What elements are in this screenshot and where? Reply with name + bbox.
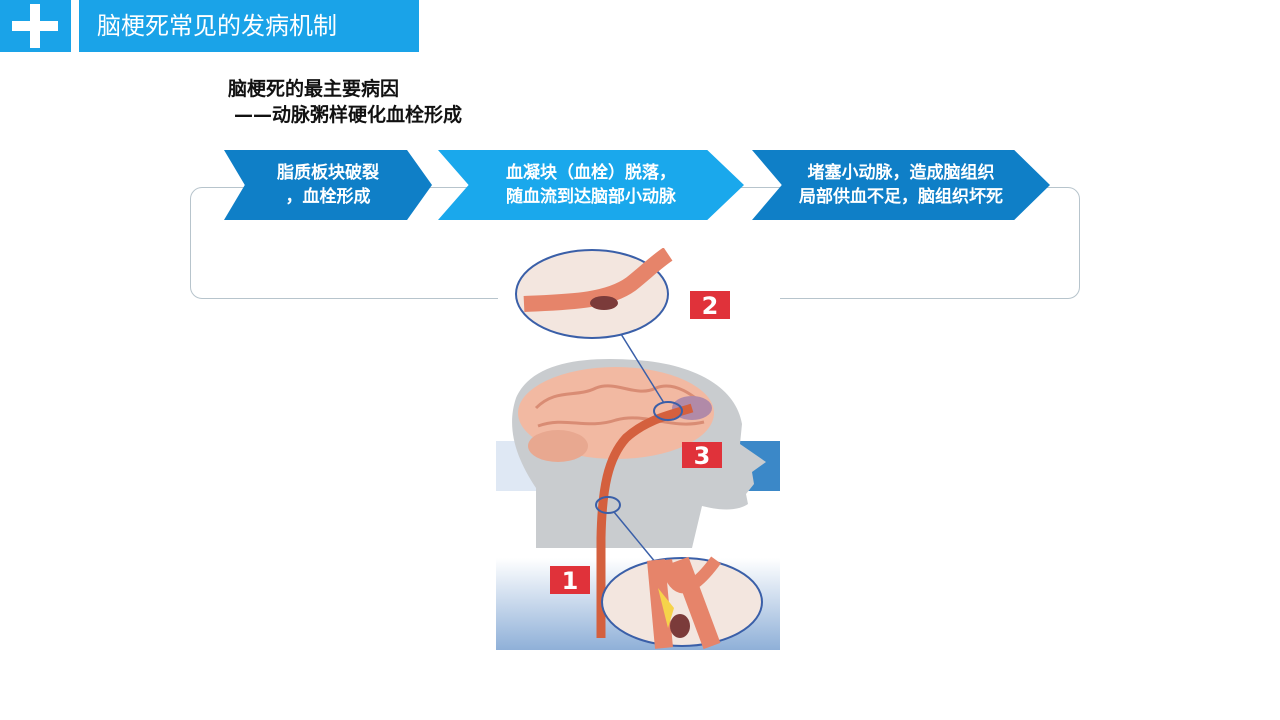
heading-line-2: ——动脉粥样硬化血栓形成 (234, 104, 463, 126)
marker-2-label: 2 (702, 292, 719, 320)
step-2-line-1: 血凝块（血栓）脱落， (506, 163, 676, 183)
marker-3-label: 3 (694, 442, 711, 470)
step-3-line-1: 堵塞小动脉，造成脑组织 (807, 163, 995, 183)
step-2-chevron: 血凝块（血栓）脱落， 随血流到达脑部小动脉 (438, 150, 744, 220)
artery (596, 403, 694, 638)
magnified-vessel-bottom (601, 557, 763, 647)
step-3-chevron: 堵塞小动脉，造成脑组织局部供血不足，脑组织坏死 (752, 150, 1050, 220)
step-1-line-1: 脂质板块破裂 (277, 163, 379, 183)
step-1-line-2: ，血栓形成 (285, 187, 371, 207)
section-heading: 脑梗死的最主要病因 ——动脉粥样硬化血栓形成 (228, 76, 462, 128)
marker-1-label: 1 (562, 567, 579, 595)
step-1-chevron: 脂质板块破裂 ，血栓形成 (224, 150, 432, 220)
step-3-line-2: 局部供血不足，脑组织坏死 (799, 187, 1003, 207)
marker-1-badge (550, 566, 590, 594)
logo-plus-icon (0, 0, 71, 52)
step-2-line-2: 随血流到达脑部小动脉 (506, 187, 676, 207)
marker-2-badge (690, 291, 730, 319)
heading-line-1: 脑梗死的最主要病因 (228, 78, 400, 100)
page-title: 脑梗死常见的发病机制 (79, 0, 419, 52)
stroke-mechanism-illustration: 2 3 1 (496, 248, 780, 650)
marker-3-badge (682, 442, 722, 468)
